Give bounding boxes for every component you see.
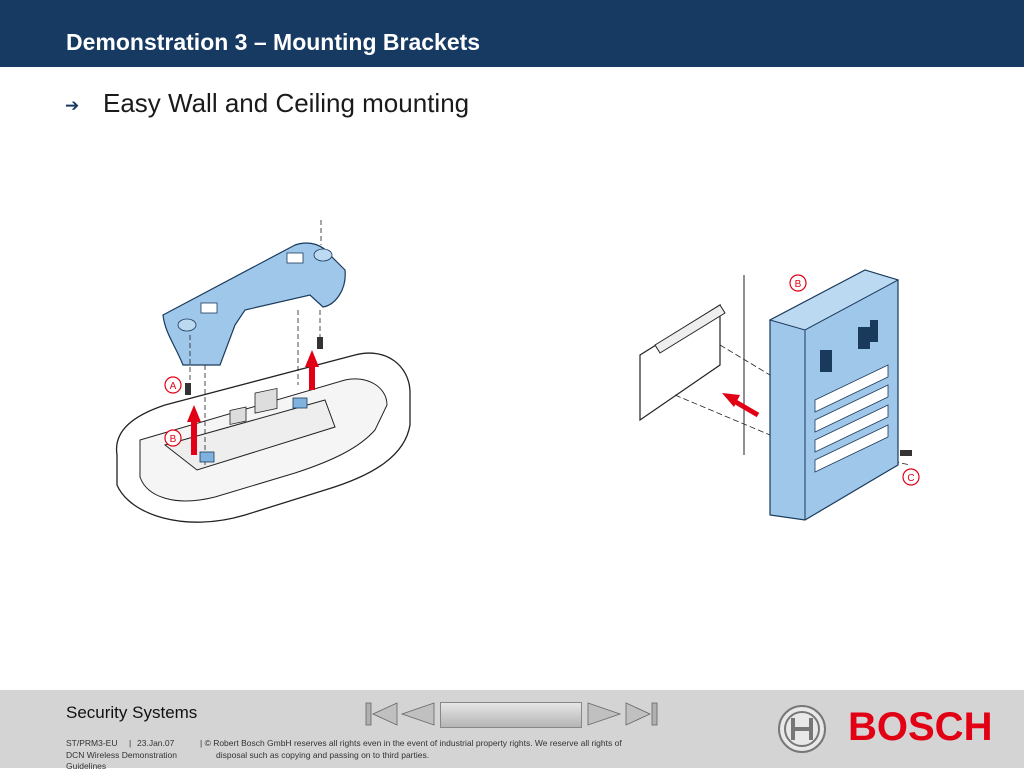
bullet-text: Easy Wall and Ceiling mounting — [103, 88, 470, 118]
wall-mount-illustration: B C — [639, 269, 920, 521]
footer-section-name: Security Systems — [66, 703, 198, 722]
bosch-armature-icon — [778, 705, 826, 753]
callout-a — [164, 376, 182, 394]
ceiling-mount-illustration: A B — [115, 220, 411, 523]
slide-progress-bar[interactable] — [440, 702, 582, 728]
callout-a-label: A — [170, 381, 177, 392]
doc-id: ST/PRM3-EU — [66, 738, 118, 748]
doc-date: 23.Jan.07 — [137, 738, 175, 748]
next-slide-icon[interactable] — [586, 701, 622, 727]
callout-b-label: B — [170, 434, 177, 445]
last-slide-icon[interactable] — [624, 701, 658, 727]
title-bar — [0, 0, 1024, 67]
arrow-right-icon: ➔ — [65, 96, 80, 115]
callout-c-label: C — [907, 473, 914, 484]
callout-b-right-label: B — [795, 279, 802, 290]
slide-title: Demonstration 3 – Mounting Brackets — [66, 29, 481, 55]
callout-b — [164, 429, 182, 447]
callout-b-right — [789, 274, 807, 292]
copyright-line1: | © Robert Bosch GmbH reserves all right… — [200, 738, 622, 748]
first-slide-icon[interactable] — [365, 701, 399, 727]
callout-c — [902, 468, 920, 486]
previous-slide-icon[interactable] — [400, 701, 436, 727]
doc-separator: | — [129, 738, 132, 748]
ceiling-bracket — [162, 242, 346, 366]
bosch-logo-text: BOSCH — [848, 705, 993, 749]
copyright-line2: disposal such as copying and passing on … — [216, 750, 430, 760]
doc-title-line2: Guidelines — [66, 761, 107, 771]
doc-title-line1: DCN Wireless Demonstration — [66, 750, 177, 760]
